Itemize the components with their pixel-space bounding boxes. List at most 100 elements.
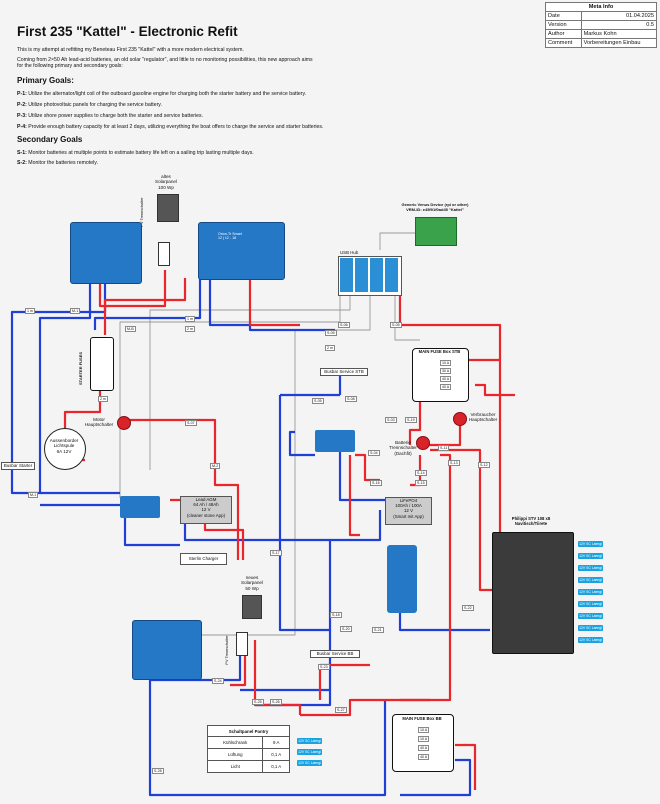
- usb-device-icon: [385, 258, 398, 292]
- philippi-circuit-button[interactable]: 12V SC Laengi: [578, 637, 603, 643]
- shunt-icon: [315, 430, 355, 452]
- mppt-controller-bottom-icon: [132, 620, 202, 680]
- alternator-label: Aussenborder Lichtspule 6A 12V: [49, 438, 79, 454]
- wire-tag: S-28: [152, 768, 164, 774]
- shore-charger-icon: [387, 545, 417, 613]
- meta-value: 01.04.2025: [580, 11, 658, 21]
- goal-id: P-3:: [17, 113, 27, 119]
- philippi-circuit-button[interactable]: 12V SC Laengi: [578, 625, 603, 631]
- wire-tag: S-07: [185, 420, 197, 426]
- philippi-switch-panel: [492, 532, 574, 654]
- schaltpanel-item: Licht: [206, 760, 264, 773]
- starter-fuses-label: STARTER FUSES: [78, 351, 83, 385]
- venus-label: Generic Venus Device (rpi or other) VRM-…: [401, 202, 469, 213]
- philippi-circuit-button[interactable]: 12V SC Laengi: [578, 553, 603, 559]
- wire-tag: S-05: [390, 322, 402, 328]
- mppt-controller-top-icon: [70, 222, 142, 284]
- orion-charger-icon: [198, 222, 285, 280]
- wire-tag: S-20: [340, 626, 352, 632]
- goal-text: Utilize shore power supplies to charge b…: [28, 113, 204, 119]
- wire-tag: 2 m: [325, 345, 335, 351]
- meta-key: Comment: [545, 38, 582, 48]
- starter-fuses-box: [90, 337, 114, 391]
- wire-tag: S-09: [325, 330, 337, 336]
- busbar-service-bb: Busbar Service BB: [310, 650, 360, 658]
- wire-tag: S-11: [438, 445, 450, 451]
- wire-tag: S-17: [270, 550, 282, 556]
- schaltpanel-button[interactable]: 12V SC Laengi: [297, 760, 322, 766]
- battery-disconnect-label: Batterie Trennschalter (Dachfit): [389, 440, 417, 456]
- fuse-value: 10 A: [418, 736, 430, 742]
- pv-switch-icon: [158, 242, 170, 266]
- wire-tag: S-25: [252, 699, 264, 705]
- philippi-circuit-button[interactable]: 12V SC Laengi: [578, 565, 603, 571]
- pv-switch2-icon: [236, 632, 248, 656]
- battery-monitor-icon: [120, 496, 160, 518]
- intro-paragraph-1: This is my attempt at refitting my Benet…: [17, 47, 244, 53]
- goal-text: Monitor batteries at multiple points to …: [28, 150, 254, 156]
- philippi-circuit-button[interactable]: 12V SC Laengi: [578, 589, 603, 595]
- wire-tag: S-18: [330, 612, 342, 618]
- schaltpanel-title: Schaltpanel Pantry: [207, 725, 290, 737]
- fuse-value: 10 A: [440, 360, 452, 366]
- goal-item: P-2: Utilize photovoltaic panels for cha…: [17, 102, 337, 108]
- intro-paragraph-2: Coming from 2×50 Ah lead-acid batteries,…: [17, 57, 313, 70]
- goal-item: S-1: Monitor batteries at multiple point…: [17, 150, 337, 156]
- motor-switch-label: Motor Hauptschalter: [84, 417, 114, 428]
- meta-key: Date: [545, 11, 582, 21]
- wire-tag: 1 m: [185, 316, 195, 322]
- wire-tag: S-24: [212, 678, 224, 684]
- wire-tag: S-04: [368, 450, 380, 456]
- fuse-value: 40 A: [418, 745, 430, 751]
- sterlin-charger: Sterlin Charger: [180, 553, 227, 565]
- main-fuse-stb-label: MAIN FUSE Box STB: [418, 349, 461, 354]
- wire-tag: 2 m: [98, 396, 108, 402]
- busbar-starter: Busbar Starter: [1, 462, 35, 470]
- main-fuse-box-stb: [412, 348, 469, 402]
- wire-tag: M-1: [70, 308, 81, 314]
- goal-text: Utilize the alternator/light coil of the…: [28, 91, 307, 97]
- orion-label: Orion-Tr Smart 12 | 12 - 18: [218, 232, 242, 241]
- goal-id: P-4:: [17, 124, 27, 130]
- solar-panel-old-icon: [157, 194, 179, 222]
- philippi-circuit-button[interactable]: 12V SC Laengi: [578, 601, 603, 607]
- schaltpanel-item: Lüftung: [206, 748, 264, 761]
- page-title: First 235 "Kattel" - Electronic Refit: [17, 24, 238, 39]
- wire-tag: S-15: [415, 480, 427, 486]
- wire-tag: S-08: [345, 396, 357, 402]
- meta-key: Author: [545, 29, 582, 39]
- meta-key: Version: [545, 20, 582, 30]
- lead-agm-battery: Lead AGM 64 Ah / 48Ah 12 V (cleaner ston…: [180, 496, 232, 524]
- fuse-value: 40 A: [440, 384, 452, 390]
- usb-hub-label: USB Hub: [340, 250, 359, 255]
- schaltpanel-value: 9 A: [262, 736, 290, 749]
- wire-tag: 2 m: [185, 326, 195, 332]
- goal-id: S-1:: [17, 150, 27, 156]
- philippi-circuit-button[interactable]: 12V SC Laengi: [578, 541, 603, 547]
- battery-disconnect-icon[interactable]: [416, 436, 430, 450]
- philippi-circuit-button[interactable]: 12V SC Laengi: [578, 577, 603, 583]
- goal-id: P-1:: [17, 91, 27, 97]
- wire-tag: S-26: [270, 699, 282, 705]
- secondary-goals-heading: Secondary Goals: [17, 135, 83, 144]
- motor-switch-icon[interactable]: [117, 416, 131, 430]
- fuse-value: 40 A: [440, 376, 452, 382]
- wire-tag: S-23: [318, 664, 330, 670]
- verbraucher-switch-icon[interactable]: [453, 412, 467, 426]
- goal-text: Monitor the batteries remotely.: [28, 160, 98, 166]
- schaltpanel-button[interactable]: 12V SC Laengi: [297, 738, 322, 744]
- wire-tag: S-12: [478, 462, 490, 468]
- primary-goals-heading: Primary Goals:: [17, 76, 74, 85]
- schaltpanel-button[interactable]: 12V SC Laengi: [297, 749, 322, 755]
- raspberry-pi-icon: [415, 217, 457, 246]
- wire-tag: S-03: [385, 417, 397, 423]
- fuse-value: 30 A: [440, 368, 452, 374]
- lifepo4-battery: LiFePO4 100Ah / 100A 12 V (Smart mit App…: [385, 497, 432, 525]
- wire-tag: S-21: [372, 627, 384, 633]
- wire-tag: S-19: [405, 417, 417, 423]
- philippi-circuit-button[interactable]: 12V SC Laengi: [578, 613, 603, 619]
- usb-device-icon: [340, 258, 353, 292]
- meta-header: Meta Info: [545, 2, 657, 12]
- verbraucher-switch-label: Verbraucher Hauptschalter: [468, 412, 498, 423]
